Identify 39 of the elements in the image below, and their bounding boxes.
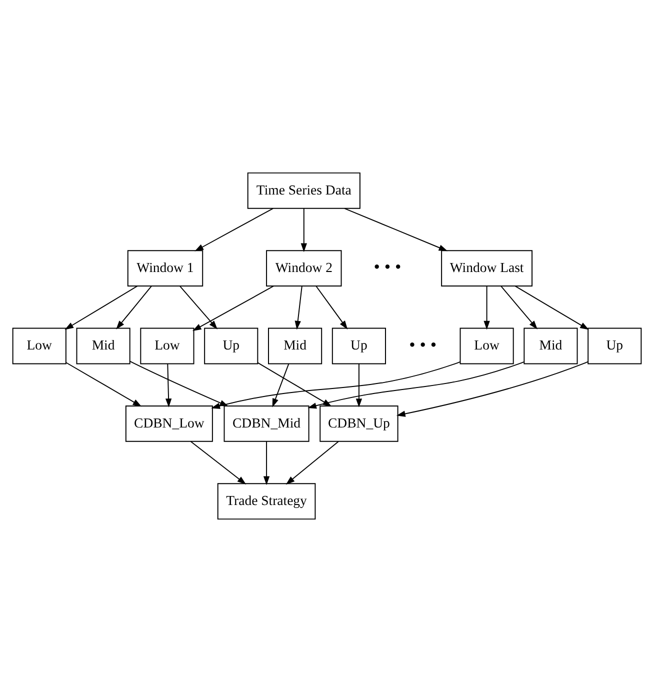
arrow	[286, 440, 339, 484]
node-box: Up	[204, 327, 258, 364]
arrow	[192, 285, 274, 331]
arrow	[263, 440, 270, 485]
arrow	[179, 285, 218, 329]
node-box: Up	[588, 327, 642, 364]
node-box: Window Last	[441, 250, 533, 286]
arrow	[500, 285, 538, 329]
arrow	[484, 285, 490, 330]
node-box: Mid	[268, 327, 322, 364]
arrow	[190, 440, 246, 484]
node-box: CDBN_Up	[320, 405, 398, 442]
node-box: Trade Strategy	[217, 482, 316, 520]
node-box: CDBN_Mid	[224, 405, 310, 442]
node-box: Low	[140, 327, 194, 364]
node-box: Low	[460, 327, 514, 364]
node-box: Time Series Data	[247, 172, 360, 208]
arrow	[300, 207, 307, 252]
arrow	[514, 285, 589, 330]
label: • • •	[374, 256, 402, 276]
node-box: CDBN_Low	[125, 405, 213, 442]
arrow	[116, 285, 152, 329]
arrow	[356, 362, 362, 407]
node-box: Mid	[76, 327, 130, 364]
arrow	[65, 362, 142, 406]
arrow	[272, 362, 290, 407]
arrow	[64, 285, 138, 330]
arrow	[316, 285, 348, 329]
label: • • •	[409, 334, 437, 354]
node-box: Low	[12, 327, 66, 364]
node-box: Mid	[524, 327, 578, 364]
arrow	[294, 285, 302, 330]
arrow	[165, 362, 172, 407]
node-box: Window 2	[266, 250, 342, 286]
node-box: Window 1	[127, 250, 204, 286]
arrow	[344, 207, 448, 251]
node-box: Up	[332, 327, 386, 364]
arrow	[396, 360, 589, 416]
arrow	[194, 207, 274, 251]
